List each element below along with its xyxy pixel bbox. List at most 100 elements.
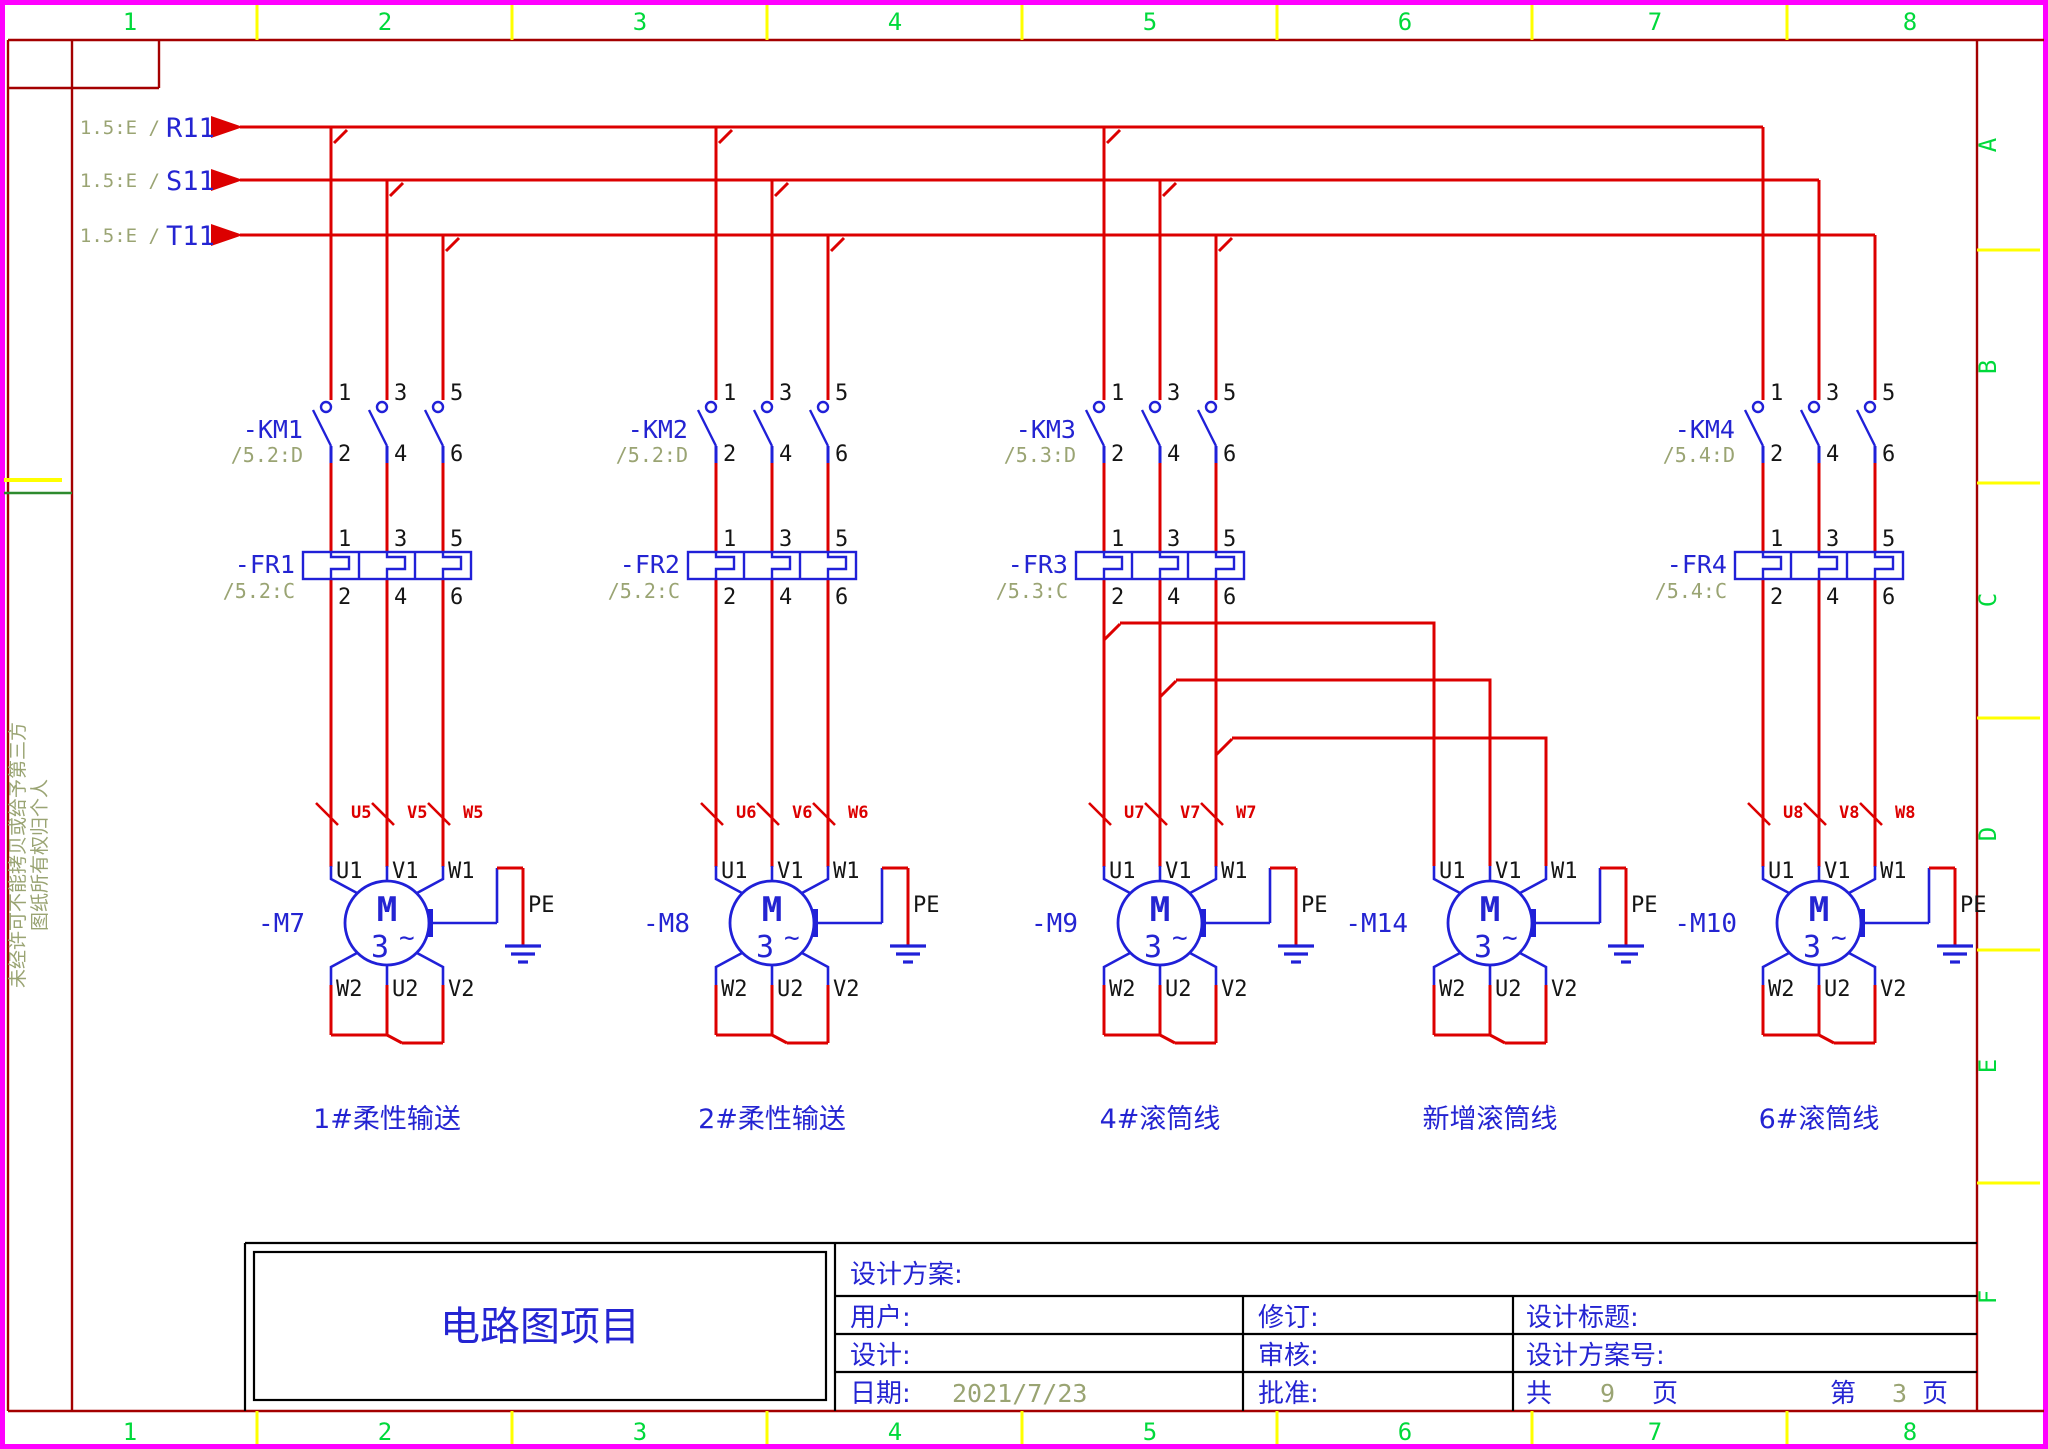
inner-frame	[6, 38, 2044, 1413]
motor-terminal: W1	[1880, 859, 1907, 884]
motor-letter: M	[1480, 890, 1500, 930]
cable-label: U8	[1783, 803, 1803, 823]
bus-arrow-icon	[211, 224, 243, 246]
zone-col: 4	[888, 1418, 902, 1446]
zone-col: 8	[1903, 1418, 1917, 1446]
motor-terminal: U2	[777, 977, 804, 1002]
motor-terminal: U2	[392, 977, 419, 1002]
motor-wave: ~	[399, 923, 415, 953]
cable-marks	[1747, 802, 1883, 826]
motor-leads	[1102, 866, 1218, 986]
cable-label: V6	[792, 803, 812, 823]
winding-bridge	[329, 985, 445, 1045]
motor-terminal: W1	[1221, 859, 1248, 884]
zone-col: 3	[633, 1418, 647, 1446]
motor-wave: ~	[1502, 923, 1518, 953]
motor-label: -M9	[1031, 909, 1078, 939]
zone-ticks	[255, 5, 2040, 1444]
bus-arrow-icon	[211, 169, 243, 191]
winding-bridge	[1432, 985, 1548, 1045]
earth-connection	[428, 866, 541, 964]
branch-gear: -KM4 /5.4:D -FR4 /5.4:C 1 3 5 2 4 6 1 3 …	[1655, 381, 1915, 867]
zone-col: 2	[378, 1418, 392, 1446]
km-terminal: 3	[394, 381, 407, 406]
motor-leads	[1432, 866, 1548, 986]
motor-label: -M7	[258, 909, 305, 939]
branch-2: -KM2 /5.2:D -FR2 /5.2:C 1 3 5 2 4 6 1 3 …	[608, 381, 940, 1135]
fr-terminal: 3	[1826, 527, 1839, 552]
contactor-label: -KM1	[243, 415, 303, 444]
bus-ref: 1.5:E /	[80, 225, 160, 247]
branch-caption: 2#柔性输送	[698, 1104, 846, 1135]
km-terminal: 5	[835, 381, 848, 406]
earth-connection	[1201, 866, 1314, 964]
contactor-symbol	[696, 400, 830, 464]
branch-gear: -KM3 /5.3:D -FR3 /5.3:C 1 3 5 2 4 6 1 3 …	[996, 381, 1256, 867]
cable-marks	[315, 802, 451, 826]
motor-terminal: W2	[721, 977, 748, 1002]
earth-connection	[1531, 866, 1644, 964]
km-terminal: 1	[723, 381, 736, 406]
fr-terminal: 2	[338, 585, 351, 610]
km-terminal: 2	[338, 442, 351, 467]
branch-caption: 新增滚筒线	[1423, 1104, 1558, 1135]
branch-caption: 6#滚筒线	[1759, 1104, 1880, 1135]
cable-label: U5	[351, 803, 371, 823]
zone-col: 7	[1648, 8, 1662, 36]
ground-icon	[890, 944, 926, 964]
cable-label: W5	[463, 803, 483, 823]
zone-col: 5	[1143, 8, 1157, 36]
cable-label: U6	[736, 803, 756, 823]
ground-icon	[1937, 944, 1973, 964]
page-suffix: 页	[1922, 1379, 1948, 1409]
zone-row: B	[1974, 360, 2002, 374]
disclaimer-line2: 未经许可不能拷贝或给予第三方	[7, 722, 29, 988]
scheme-no-label: 设计方案号:	[1526, 1341, 1665, 1371]
km-terminal: 5	[450, 381, 463, 406]
motor-terminal: U1	[1768, 859, 1795, 884]
motor-terminal: W1	[1551, 859, 1578, 884]
fr-terminal: 1	[338, 527, 351, 552]
power-bus-r11: 1.5:E / R11	[80, 113, 1765, 400]
zone-col: 8	[1903, 8, 1917, 36]
motor-terminal: V1	[1495, 859, 1522, 884]
cable-marks	[700, 802, 836, 826]
fr-terminal: 6	[835, 585, 848, 610]
thermal-relay-symbol	[1074, 550, 1246, 581]
branch-caption: 4#滚筒线	[1100, 1104, 1221, 1135]
km-terminal: 1	[1770, 381, 1783, 406]
km-terminal: 1	[338, 381, 351, 406]
motor-label: -M8	[643, 909, 690, 939]
km-terminal: 3	[1167, 381, 1180, 406]
motor-wave: ~	[1831, 923, 1847, 953]
km-terminal: 6	[835, 442, 848, 467]
fr-terminal: 3	[394, 527, 407, 552]
earth-connection	[813, 866, 926, 964]
power-bus-t11: 1.5:E / T11	[80, 221, 1877, 400]
pe-label: PE	[1301, 893, 1328, 918]
km-terminal: 4	[1826, 442, 1839, 467]
cable-label: W6	[848, 803, 868, 823]
disclaimer: 图纸所有权归个人 未经许可不能拷贝或给予第三方	[7, 722, 51, 988]
km-terminal: 1	[1111, 381, 1124, 406]
bus-ref: 1.5:E /	[80, 117, 160, 139]
cable-label: V5	[407, 803, 427, 823]
fr-terminal: 1	[1111, 527, 1124, 552]
contactor-ref: /5.2:D	[231, 443, 303, 467]
audit-label: 审核:	[1258, 1341, 1319, 1371]
km-terminal: 2	[723, 442, 736, 467]
fr-terminal: 3	[1167, 527, 1180, 552]
km-terminal: 3	[779, 381, 792, 406]
earth-connection	[1860, 866, 1973, 964]
thermal-relay-symbol	[301, 550, 473, 581]
fr-terminal: 2	[723, 585, 736, 610]
ground-icon	[1608, 944, 1644, 964]
zone-letters-right: A B C D E F	[1974, 137, 2002, 1304]
contactor-symbol	[1743, 400, 1877, 464]
winding-bridge	[1102, 985, 1218, 1045]
zone-col: 4	[888, 8, 902, 36]
pe-label: PE	[1631, 893, 1658, 918]
zone-col: 3	[633, 8, 647, 36]
overload-ref: /5.4:C	[1655, 579, 1727, 603]
fr-terminal: 6	[1223, 585, 1236, 610]
